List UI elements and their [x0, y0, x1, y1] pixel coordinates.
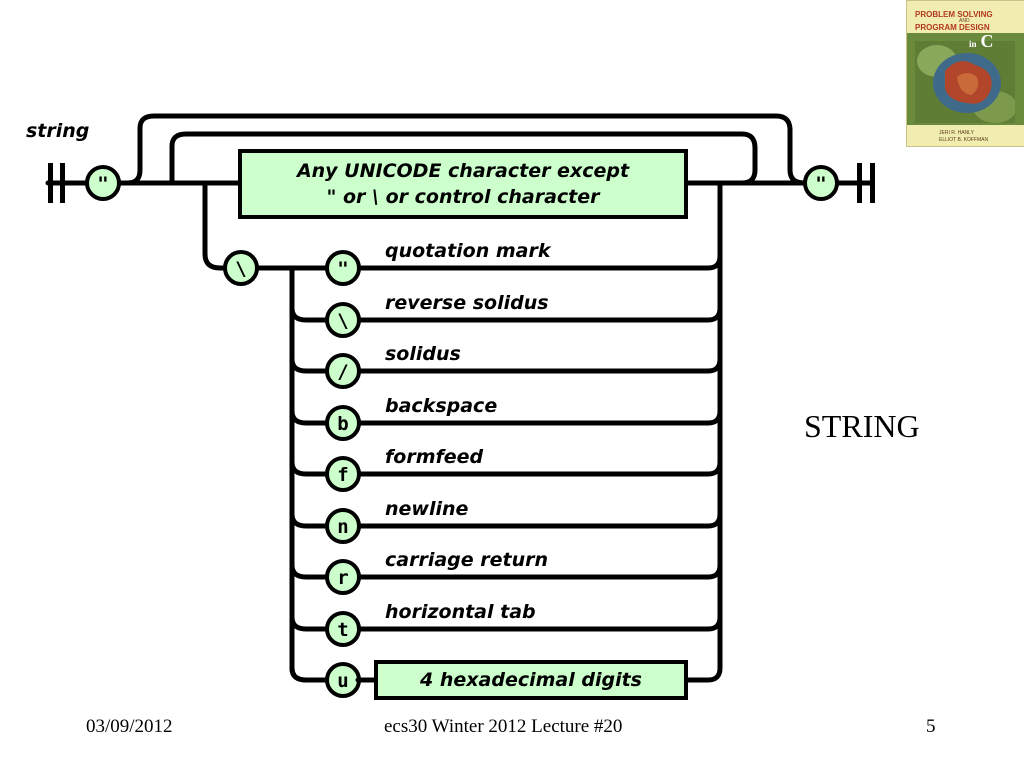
escape-row-rail-left	[289, 665, 331, 683]
escape-char: \	[337, 310, 348, 332]
escape-row-rail-left	[289, 305, 331, 323]
escape-backslash-node: \	[223, 250, 259, 286]
book-cover-image: PROBLEM SOLVING AND PROGRAM DESIGN in C …	[906, 0, 1024, 147]
book-in-c: in C	[969, 31, 994, 52]
escape-label: newline	[385, 498, 469, 520]
footer-page-number: 5	[926, 716, 936, 737]
escape-char: t	[337, 619, 348, 641]
escape-node	[325, 405, 361, 441]
book-author-1: JERI R. HANLY	[939, 130, 974, 136]
escape-label: reverse solidus	[385, 292, 549, 314]
escape-row-rail-right	[355, 253, 723, 271]
any-char-line1: Any UNICODE character except	[295, 160, 630, 182]
escape-row-rail-right	[355, 356, 723, 374]
escape-node	[325, 353, 361, 389]
escape-label: solidus	[385, 343, 461, 365]
escape-char: f	[337, 464, 348, 486]
end-quote-char: "	[815, 173, 826, 195]
book-title-line1: PROBLEM SOLVING	[915, 10, 993, 19]
escape-char: "	[337, 258, 348, 280]
escape-char: u	[337, 670, 348, 692]
escape-char: /	[337, 361, 348, 383]
escape-row-rail-right	[355, 614, 723, 632]
hex-digits-box: 4 hexadecimal digits	[374, 660, 688, 700]
escape-label: backspace	[385, 395, 497, 417]
escape-node	[325, 508, 361, 544]
book-title-line2: PROGRAM DESIGN	[915, 23, 990, 32]
book-art-illustration	[915, 41, 1015, 123]
hex-digits-label: 4 hexadecimal digits	[419, 669, 642, 691]
book-author-band: JERI R. HANLY ELLIOT B. KOFFMAN	[907, 125, 1024, 146]
book-and: AND	[959, 18, 970, 24]
footer-date: 03/09/2012	[86, 716, 173, 737]
diagram-name: string	[26, 120, 89, 142]
slide-title: STRING	[804, 408, 920, 444]
escape-rows: " quotation mark \ reverse solidus / solidus b…	[289, 240, 723, 698]
any-char-box: Any UNICODE character except " or \ or c…	[238, 149, 688, 219]
escape-row-rail-right	[355, 305, 723, 323]
book-in: in	[969, 39, 977, 49]
escape-char: b	[337, 413, 348, 435]
escape-row-rail-right	[355, 459, 723, 477]
book-title-band	[907, 1, 1024, 33]
escape-row-rail-left	[289, 459, 331, 477]
escape-row-rail-right	[355, 511, 723, 529]
escape-row-rail-right	[355, 408, 723, 426]
escape-row-rail-left	[289, 614, 331, 632]
escape-char: r	[337, 567, 348, 589]
escape-label: quotation mark	[385, 240, 552, 262]
escape-backslash-char: \	[235, 258, 246, 280]
escape-row-rail-left	[289, 356, 331, 374]
escape-node	[325, 611, 361, 647]
escape-row-rail-left	[289, 511, 331, 529]
escape-label: horizontal tab	[385, 601, 536, 623]
escape-row-rail-left	[289, 408, 331, 426]
escape-label: formfeed	[385, 446, 484, 468]
book-c: C	[980, 31, 994, 51]
escape-node	[325, 456, 361, 492]
escape-node	[325, 559, 361, 595]
escape-row-rail-right	[355, 562, 723, 580]
end-quote-node: "	[803, 165, 839, 201]
start-quote-node: "	[85, 165, 121, 201]
start-quote-char: "	[97, 173, 108, 195]
book-author-2: ELLIOT B. KOFFMAN	[939, 137, 989, 143]
escape-node	[325, 302, 361, 338]
escape-row-rail-left	[289, 562, 331, 580]
escape-label: carriage return	[385, 549, 548, 571]
escape-char: n	[337, 516, 348, 538]
footer-course: ecs30 Winter 2012 Lecture #20	[384, 716, 623, 737]
any-char-line2: " or \ or control character	[326, 186, 601, 208]
escape-node	[325, 250, 361, 286]
